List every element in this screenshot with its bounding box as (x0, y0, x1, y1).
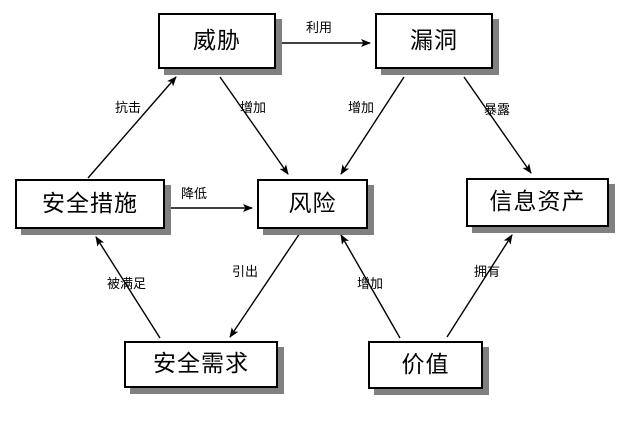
edge-label-increase-value-risk: 增加 (357, 277, 384, 292)
edge-safeguard-to-threat (87, 76, 177, 179)
node-threat[interactable]: 威胁 (158, 13, 276, 69)
edge-label-reduce: 降低 (181, 187, 208, 202)
edge-vulnerability-to-asset (463, 76, 532, 174)
edge-label-exploit: 利用 (306, 21, 333, 36)
node-value-label: 价值 (401, 351, 450, 378)
edge-label-increase-threat-risk: 增加 (240, 101, 267, 116)
edge-value-to-risk (340, 234, 401, 339)
node-safeguard[interactable]: 安全措施 (15, 179, 165, 229)
edge-risk-to-requirement (229, 232, 301, 338)
node-safeguard-label: 安全措施 (42, 190, 138, 217)
edge-value-to-asset (446, 234, 513, 338)
edge-label-increase-vuln-risk: 增加 (348, 101, 375, 116)
node-asset-label: 信息资产 (489, 189, 586, 215)
edge-requirement-to-safeguard (95, 236, 161, 339)
edge-vulnerability-to-risk (340, 76, 405, 175)
node-asset[interactable]: 信息资产 (466, 178, 609, 227)
edge-label-satisfied-by: 被满足 (107, 277, 147, 292)
edge-label-expose: 暴露 (484, 103, 511, 118)
edge-threat-to-risk (219, 76, 289, 175)
node-value[interactable]: 价值 (368, 341, 483, 389)
node-threat-label: 威胁 (193, 27, 241, 54)
edge-label-own: 拥有 (474, 265, 501, 280)
node-requirement[interactable]: 安全需求 (124, 341, 278, 388)
node-risk-label: 风险 (288, 190, 337, 217)
edge-label-counter: 抗击 (115, 101, 142, 116)
node-vulnerability[interactable]: 漏洞 (375, 13, 493, 69)
node-requirement-label: 安全需求 (153, 351, 249, 377)
node-risk[interactable]: 风险 (257, 179, 368, 229)
node-vulnerability-label: 漏洞 (410, 27, 458, 54)
edge-label-derive: 引出 (232, 265, 259, 280)
